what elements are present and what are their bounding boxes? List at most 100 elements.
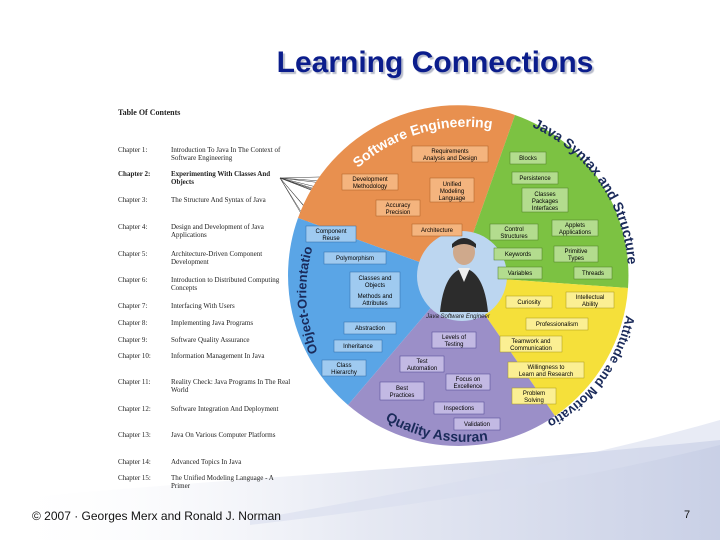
- svg-text:Willingness to: Willingness to: [527, 365, 565, 371]
- svg-text:Levels of: Levels of: [442, 335, 466, 341]
- box-test-automation: Test Automation: [399, 355, 445, 373]
- svg-text:Professionalism: Professionalism: [536, 322, 578, 328]
- svg-text:Ability: Ability: [582, 302, 598, 308]
- svg-text:Objects: Objects: [365, 283, 385, 289]
- sector-object-orientation: [288, 218, 458, 405]
- toc-chapter-title: Interfacing With Users: [171, 302, 235, 310]
- box-threads: Threads: [573, 266, 613, 280]
- table-of-contents: Table Of Contents Chapter 1: Introduction…: [118, 108, 290, 490]
- svg-text:Threads: Threads: [582, 271, 604, 277]
- svg-text:Language: Language: [439, 196, 466, 202]
- svg-text:Attributes: Attributes: [362, 301, 387, 307]
- svg-text:Analysis and Design: Analysis and Design: [423, 156, 477, 162]
- svg-text:Abstraction: Abstraction: [355, 326, 385, 332]
- box-variables: Variables: [497, 266, 543, 280]
- toc-chapter-title: Design and Development of Java Applicati…: [171, 223, 264, 239]
- box-professionalism: Professionalism: [525, 317, 589, 331]
- svg-text:Inheritance: Inheritance: [343, 344, 373, 350]
- copyright-footer: © 2007 · Georges Merx and Ronald J. Norm…: [32, 509, 281, 523]
- svg-text:Control: Control: [504, 227, 523, 233]
- svg-text:Teamwork and: Teamwork and: [511, 339, 550, 345]
- toc-chapter-title: Introduction To Java In The Context of S…: [171, 146, 281, 162]
- toc-chapter-title: Java On Various Computer Platforms: [171, 431, 276, 439]
- box-focus-excellence: Focus on Excellence: [445, 373, 491, 391]
- svg-text:Problem: Problem: [523, 391, 545, 397]
- box-requirements: Requirements Analysis and Design: [411, 145, 489, 163]
- toc-chapter-title: Software Integration And Deployment: [171, 405, 279, 413]
- sector-quality: [348, 276, 555, 446]
- toc-chapter-number: Chapter 10:: [118, 352, 151, 360]
- svg-text:Test: Test: [416, 359, 427, 365]
- svg-text:Focus on: Focus on: [456, 377, 481, 383]
- box-problem-solving: Problem Solving: [511, 387, 557, 405]
- svg-text:Classes and: Classes and: [358, 276, 391, 282]
- box-inheritance: Inheritance: [333, 339, 383, 353]
- svg-text:Polymorphism: Polymorphism: [336, 256, 374, 262]
- toc-chapter-number: Chapter 8:: [118, 319, 148, 327]
- svg-text:Reuse: Reuse: [322, 236, 340, 242]
- toc-chapter-title: The Structure And Syntax of Java: [171, 196, 266, 204]
- box-development-methodology: Development Methodology: [341, 173, 399, 191]
- svg-text:Classes: Classes: [534, 192, 555, 198]
- svg-text:Modeling: Modeling: [440, 189, 464, 195]
- toc-chapter-number: Chapter 9:: [118, 336, 148, 344]
- svg-text:Blocks: Blocks: [519, 156, 537, 162]
- toc-chapter-title: Advanced Topics In Java: [171, 458, 242, 466]
- toc-chapter-title: Reality Check: Java Programs In The Real…: [171, 378, 291, 394]
- svg-text:Best: Best: [396, 386, 408, 392]
- svg-text:Requirements: Requirements: [431, 149, 468, 155]
- svg-text:Hierarchy: Hierarchy: [331, 370, 357, 376]
- svg-text:Methods and: Methods and: [358, 294, 393, 300]
- box-teamwork: Teamwork and Communication: [499, 335, 563, 353]
- toc-chapter-number: Chapter 1:: [118, 146, 148, 154]
- box-best-practices: Best Practices: [379, 381, 425, 401]
- toc-chapter-number: Chapter 7:: [118, 302, 148, 310]
- toc-chapter-title: Implementing Java Programs: [171, 319, 254, 327]
- box-component-reuse: Component Reuse: [305, 225, 357, 243]
- box-willingness: Willingness to Learn and Research: [507, 361, 585, 379]
- svg-text:Automation: Automation: [407, 366, 437, 372]
- box-uml: Unified Modeling Language: [429, 177, 475, 203]
- box-polymorphism: Polymorphism: [323, 251, 387, 265]
- toc-chapter-title: Software Quality Assurance: [171, 336, 250, 344]
- toc-chapter-title: The Unified Modeling Language - A Primer: [171, 474, 274, 490]
- svg-text:Packages: Packages: [532, 199, 558, 205]
- page-number: 7: [684, 509, 691, 521]
- box-keywords: Keywords: [493, 247, 543, 261]
- toc-chapter-number: Chapter 5:: [118, 250, 148, 258]
- svg-text:Methodology: Methodology: [353, 184, 387, 190]
- svg-text:Curiosity: Curiosity: [517, 300, 540, 306]
- box-blocks: Blocks: [509, 151, 547, 165]
- svg-text:Precision: Precision: [386, 210, 411, 216]
- svg-text:Solving: Solving: [524, 398, 544, 404]
- box-architecture: Architecture: [411, 223, 463, 237]
- svg-text:Accuracy: Accuracy: [386, 203, 411, 209]
- toc-chapter-title: Experimenting With Classes And Objects: [171, 170, 271, 186]
- svg-text:Class: Class: [336, 363, 351, 369]
- toc-chapter-number: Chapter 12:: [118, 405, 151, 413]
- toc-heading: Table Of Contents: [118, 108, 181, 117]
- slide-title: Learning Connections: [276, 46, 594, 79]
- box-applets: Applets Applications: [551, 219, 599, 237]
- svg-text:Unified: Unified: [443, 182, 462, 188]
- java-software-engineer-portrait: [440, 238, 488, 312]
- toc-chapter-number: Chapter 13:: [118, 431, 151, 439]
- svg-text:Testing: Testing: [444, 342, 463, 348]
- svg-text:Structures: Structures: [500, 234, 527, 240]
- box-primitive-types: Primitive Types: [553, 245, 599, 263]
- center-caption: Java Software Engineer: [425, 314, 491, 320]
- svg-text:Applications: Applications: [559, 230, 591, 236]
- svg-text:Inspections: Inspections: [444, 406, 474, 412]
- svg-text:Development: Development: [352, 177, 388, 183]
- svg-text:Interfaces: Interfaces: [532, 206, 558, 212]
- box-class-hierarchy: Class Hierarchy: [321, 359, 367, 377]
- box-intellectual-ability: Intellectual Ability: [565, 291, 615, 309]
- box-accuracy: Accuracy Precision: [375, 199, 421, 217]
- box-persistence: Persistence: [511, 171, 559, 185]
- svg-text:Component: Component: [315, 229, 346, 235]
- toc-chapter-number: Chapter 11:: [118, 378, 151, 386]
- svg-text:Applets: Applets: [565, 223, 585, 229]
- toc-chapter-title: Introduction to Distributed Computing Co…: [171, 276, 280, 292]
